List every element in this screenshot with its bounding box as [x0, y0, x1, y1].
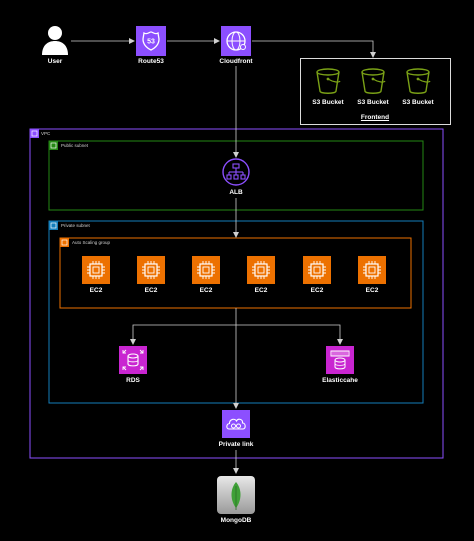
s3-bucket-icon [403, 66, 433, 96]
s3-bucket-1-label: S3 Bucket [312, 99, 344, 106]
ec2-2-label: EC2 [144, 287, 158, 294]
ec2-5-label: EC2 [310, 287, 324, 294]
route53-badge: 53 [147, 39, 155, 46]
rds-label: RDS [126, 377, 140, 384]
cloudfront-icon [221, 26, 251, 56]
ec2-4-label: EC2 [254, 287, 268, 294]
load-balancer-icon [222, 158, 250, 186]
private-link-label: Private link [218, 441, 254, 448]
ec2-3-label: EC2 [199, 287, 213, 294]
s3-bucket-icon [313, 66, 343, 96]
ec2-instance-icon [358, 256, 386, 284]
mongodb-label: MongoDB [220, 517, 252, 524]
vpc-label: VPC [41, 131, 51, 136]
private-subnet-label: Private subnet [61, 223, 90, 228]
elasticache-label: Elasticcahe [322, 377, 358, 384]
public-subnet-label: Public subnet [61, 143, 89, 148]
user-label: User [47, 58, 63, 65]
ec2-instance-icon [82, 256, 110, 284]
private-link-icon [222, 410, 250, 438]
asg-to-rds-arrow [130, 324, 236, 345]
vpc-group-box [29, 128, 444, 459]
asg-to-elasticache-arrow [236, 324, 343, 345]
s3-bucket-2-label: S3 Bucket [357, 99, 389, 106]
cloudfront-to-frontend-arrow [252, 40, 376, 58]
alb-label: ALB [229, 189, 243, 196]
auto-scaling-group-label: Auto Scaling group [72, 240, 111, 245]
user-icon [39, 24, 71, 56]
cloudfront-label: Cloudfront [219, 58, 253, 65]
s3-bucket-icon [358, 66, 388, 96]
auto-scaling-group-box [59, 237, 412, 309]
ec2-instance-icon [192, 256, 220, 284]
route53-label: Route53 [138, 58, 164, 65]
ec2-instance-icon [247, 256, 275, 284]
mongodb-leaf-icon [217, 476, 255, 514]
s3-bucket-3-label: S3 Bucket [402, 99, 434, 106]
ec2-1-label: EC2 [89, 287, 103, 294]
frontend-group-box [300, 58, 451, 125]
elasticache-icon [326, 346, 354, 374]
ec2-instance-icon [303, 256, 331, 284]
ec2-instance-icon [137, 256, 165, 284]
frontend-label: Frontend [360, 114, 390, 121]
route53-icon: 53 [136, 26, 166, 56]
rds-icon [119, 346, 147, 374]
ec2-6-label: EC2 [365, 287, 379, 294]
